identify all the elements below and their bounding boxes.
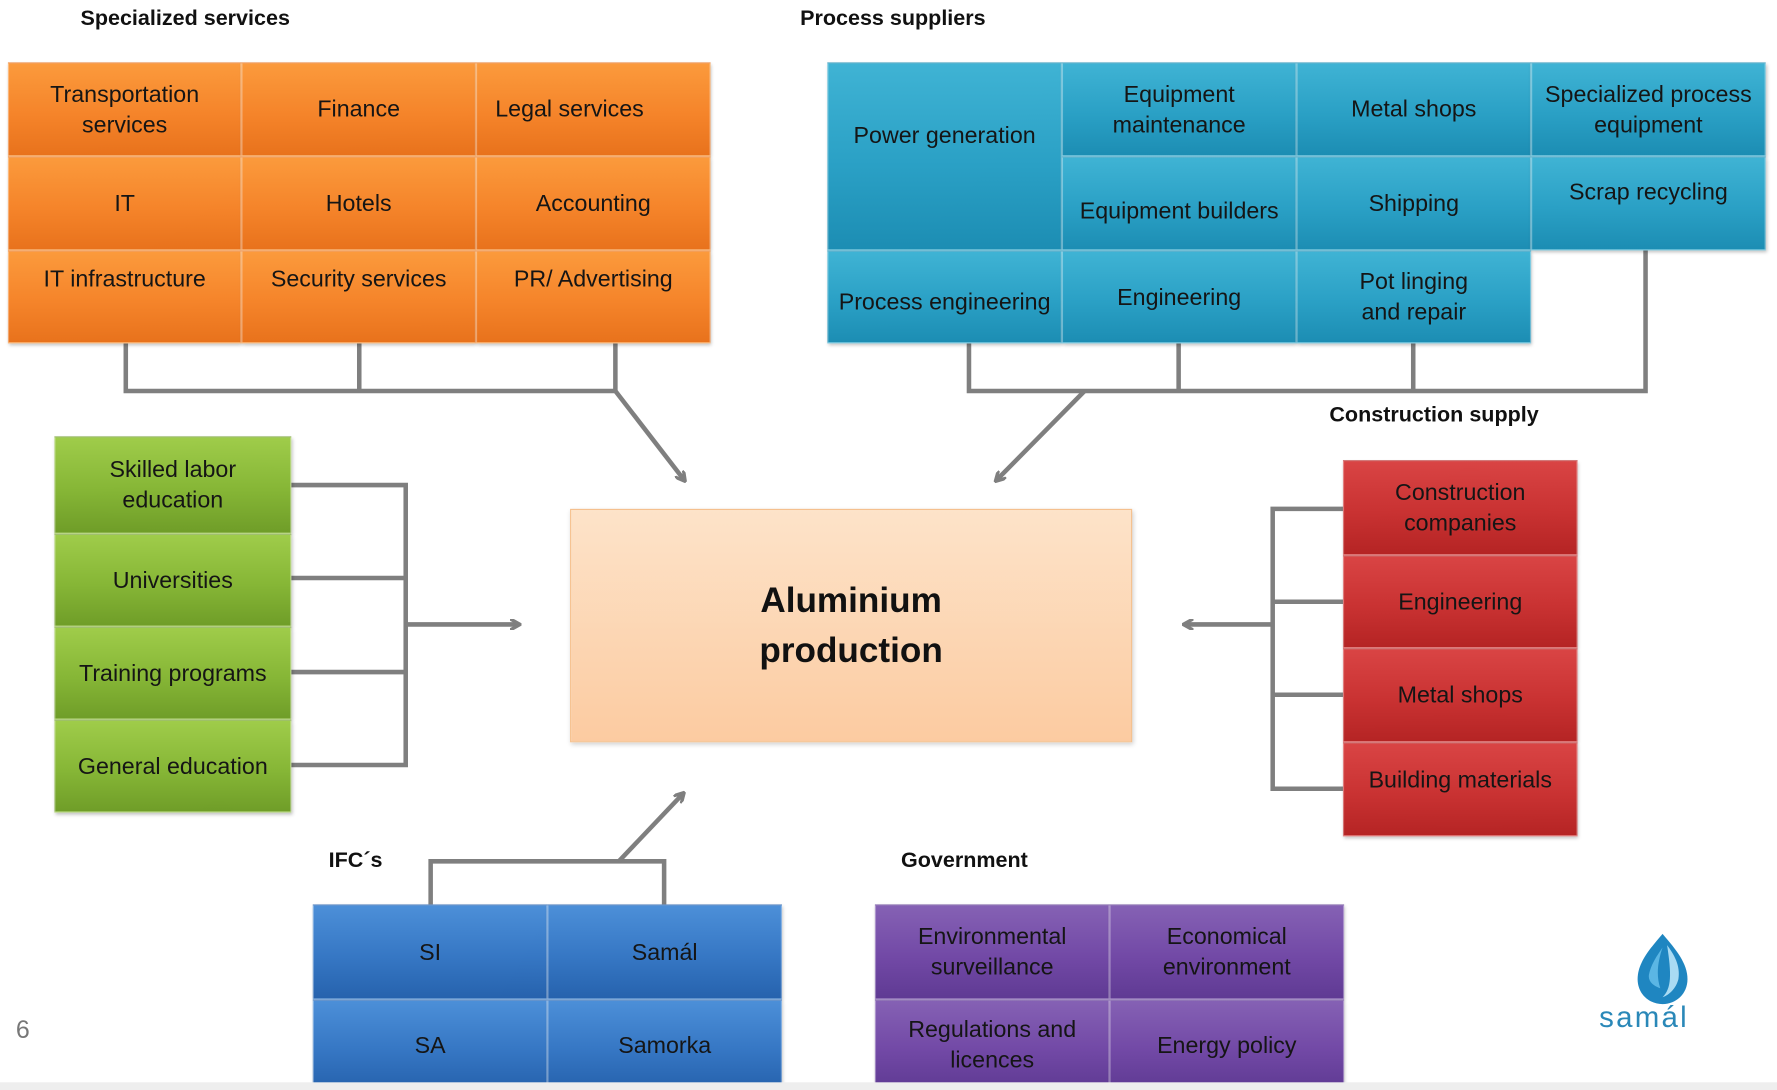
education-training-programs: Training programs — [54, 626, 292, 720]
government-heading: Government — [900, 848, 1028, 873]
supplier-equipment-maintenance: Equipment maintenance — [1061, 62, 1297, 157]
education-bracket — [291, 482, 408, 768]
supplier-power-generation: Power generation — [827, 62, 1062, 251]
construction-building-materials: Building materials — [1342, 742, 1578, 837]
page-number: 6 — [15, 1015, 30, 1044]
water-drop-icon — [1637, 933, 1688, 1005]
services-arrow — [613, 389, 684, 481]
supplier-equipment-builders: Equipment builders — [1061, 156, 1297, 251]
supplier-shipping: Shipping — [1296, 156, 1532, 251]
gov-regulations-licences: Regulations and licences — [874, 999, 1110, 1090]
service-transportation: Transportation services — [7, 62, 242, 157]
construction-metal-shops: Metal shops — [1342, 648, 1578, 743]
supplier-engineering: Engineering — [1061, 250, 1297, 344]
supplier-pot-lining-repair: Pot linging and repair — [1296, 250, 1532, 344]
gov-energy-policy: Energy policy — [1109, 999, 1345, 1090]
ifcs-bracket — [428, 859, 667, 907]
construction-engineering: Engineering — [1342, 555, 1578, 649]
logo-text: samál — [1599, 1001, 1689, 1034]
supplier-process-engineering: Process engineering — [827, 250, 1062, 344]
ifc-si: SI — [312, 904, 548, 1000]
ifc-samal: Samál — [547, 904, 782, 1000]
supplier-metal-shops: Metal shops — [1296, 62, 1532, 157]
process-suppliers-heading: Process suppliers — [800, 6, 986, 31]
service-legal: Legal services — [475, 62, 711, 157]
service-accounting: Accounting — [475, 156, 711, 251]
gov-economical-environment: Economical environment — [1109, 904, 1345, 1000]
suppliers-bracket — [966, 250, 1648, 394]
service-pr-advertising: PR/ Advertising — [475, 250, 711, 344]
service-it-infrastructure: IT infrastructure — [7, 250, 242, 344]
service-hotels: Hotels — [241, 156, 476, 251]
education-universities: Universities — [54, 533, 292, 627]
ifcs-arrow — [617, 793, 684, 863]
gov-environmental-surveillance: Environmental surveillance — [874, 904, 1110, 1000]
specialized-services-heading: Specialized services — [80, 6, 290, 31]
services-bracket — [123, 343, 618, 394]
construction-bracket — [1270, 506, 1343, 792]
education-general: General education — [54, 719, 292, 813]
bottom-strip — [0, 1082, 1777, 1090]
education-skilled-labor: Skilled labor education — [54, 436, 292, 534]
aluminium-production-box: Aluminium production — [570, 508, 1133, 743]
ifcs-heading: IFC´s — [328, 848, 383, 873]
suppliers-arrow — [996, 389, 1087, 481]
service-finance: Finance — [241, 62, 476, 157]
construction-supply-heading: Construction supply — [1329, 403, 1539, 428]
center-title: Aluminium production — [759, 580, 943, 670]
supplier-scrap-recycling: Scrap recycling — [1531, 156, 1766, 251]
service-it: IT — [7, 156, 242, 251]
ifc-sa: SA — [312, 999, 548, 1090]
samal-logo: samál — [1599, 933, 1689, 1034]
supplier-specialized-equipment: Specialized process equipment — [1531, 62, 1766, 157]
ifc-samorka: Samorka — [547, 999, 782, 1090]
construction-companies: Construction companies — [1342, 460, 1578, 556]
service-security: Security services — [241, 250, 476, 344]
